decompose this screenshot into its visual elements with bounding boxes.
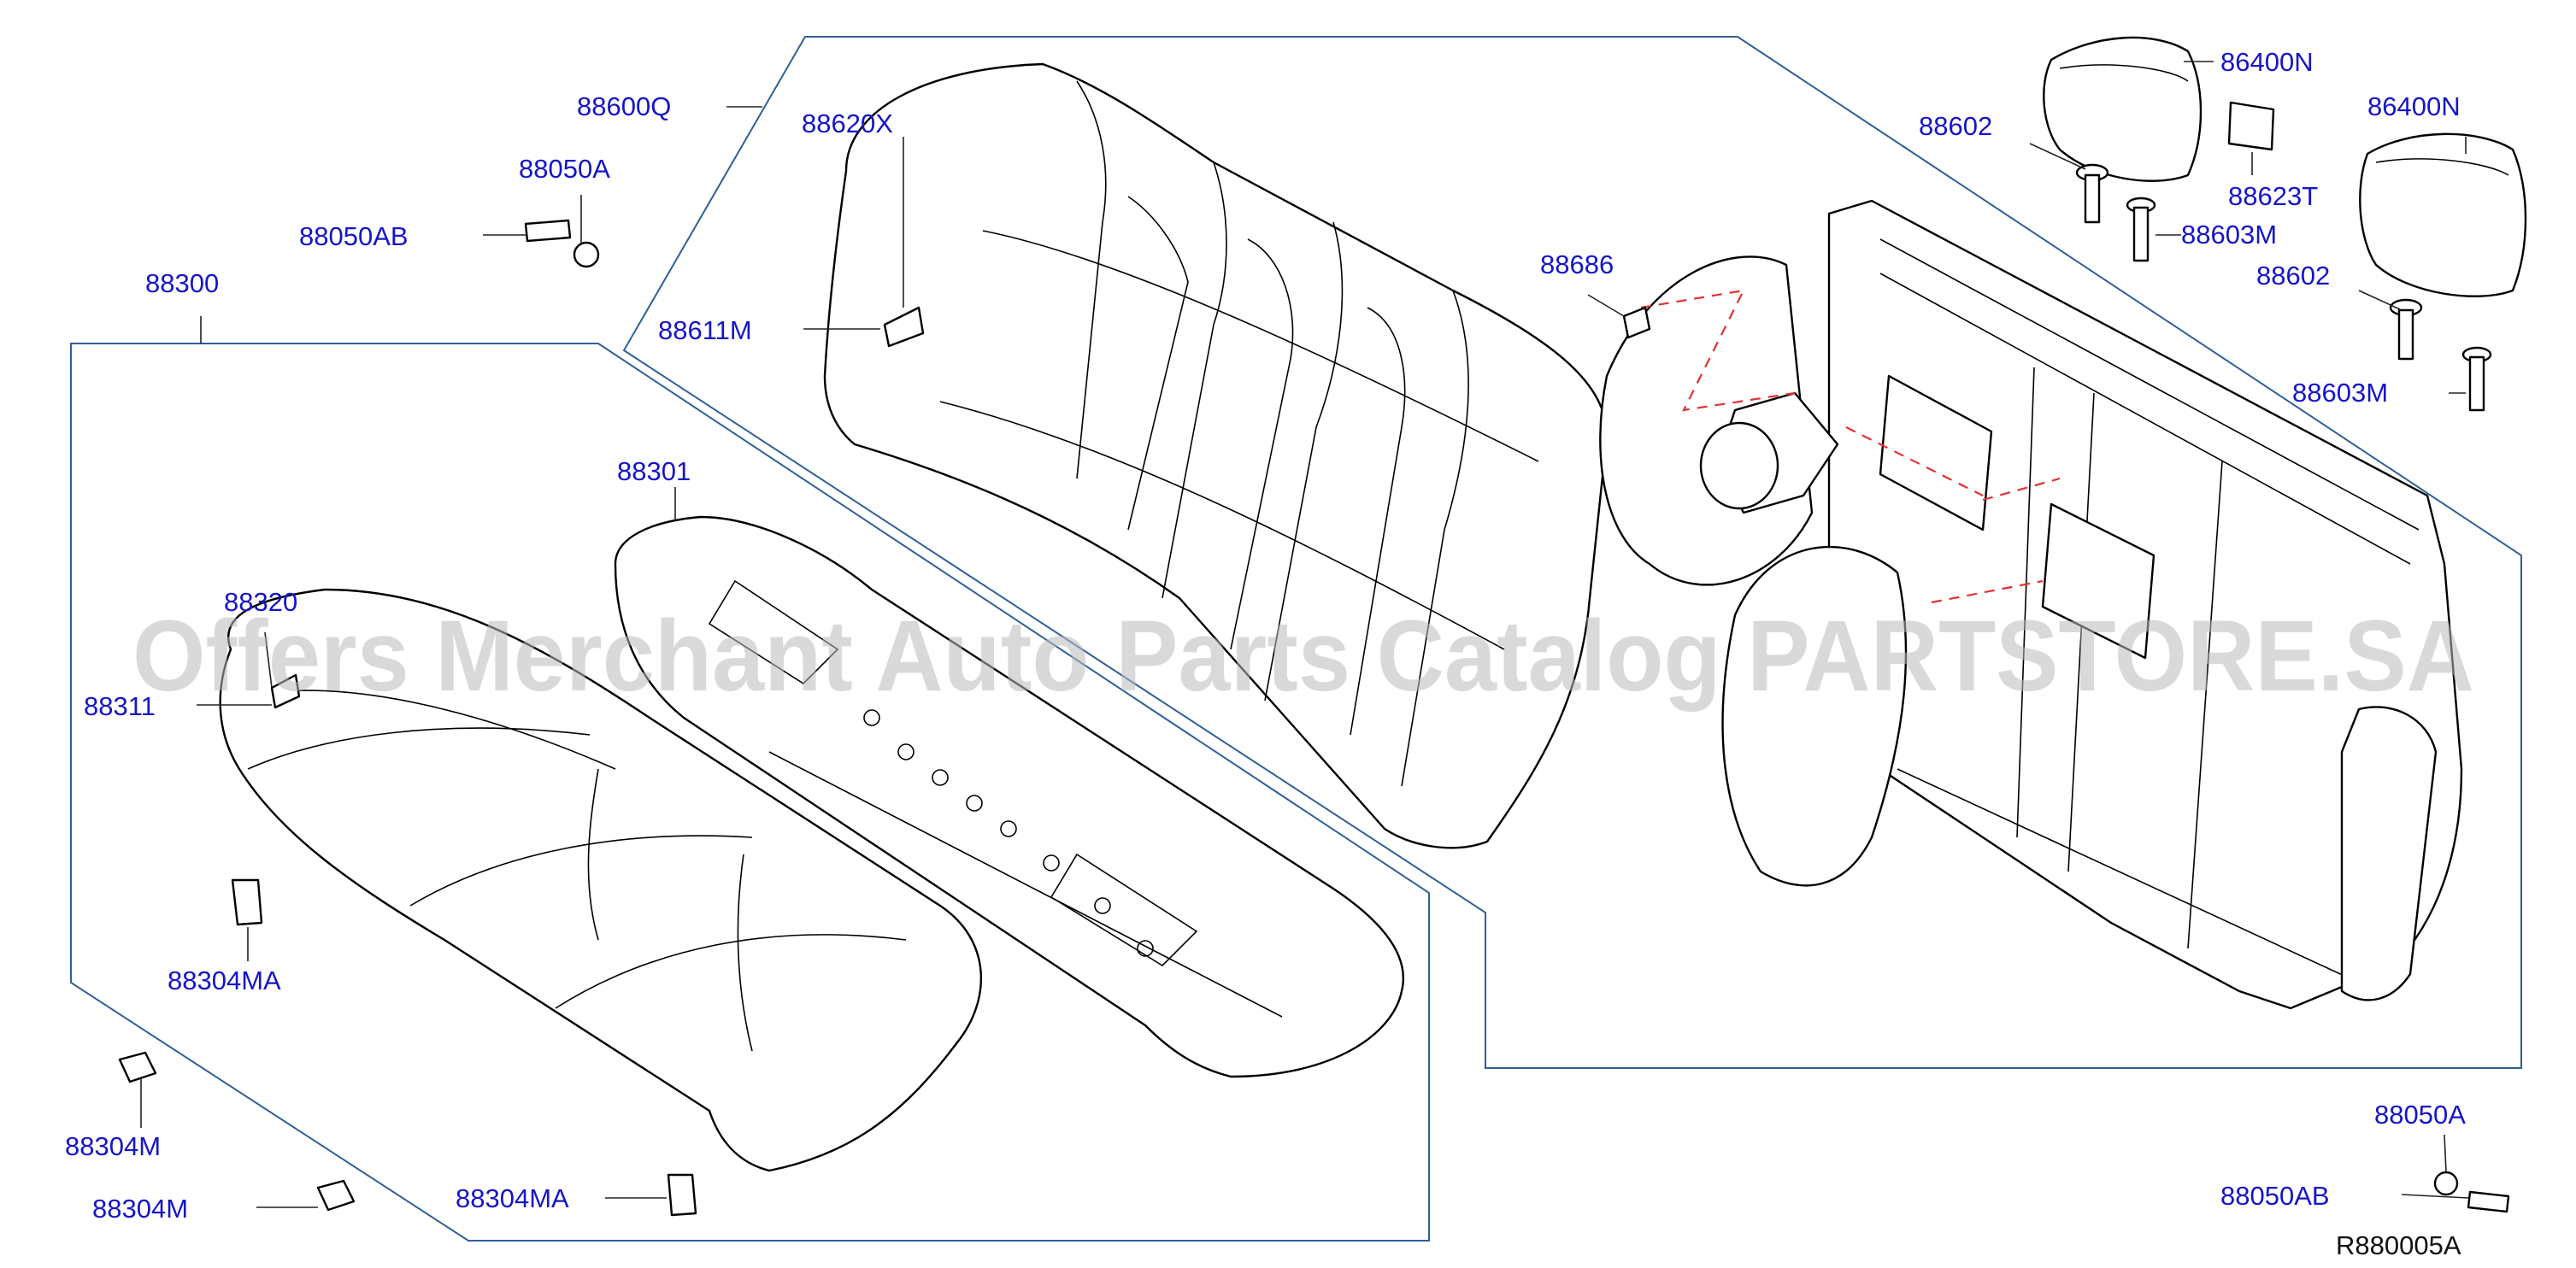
dashed-connectors [1640,289,2061,604]
watermark: Offers Merchant Auto Parts Catalog PARTS… [132,600,2474,713]
clip-88304m-b [316,1179,356,1212]
label-88620x: 88620X [802,109,893,138]
label-88304m-a: 88304M [65,1131,161,1161]
clip-88304ma-left [231,878,263,926]
label-88603m-a: 88603M [2181,220,2277,249]
clip-88304m-a [118,1051,157,1083]
label-88300: 88300 [145,268,219,298]
seat-cushion-frame-illustration [614,515,1405,1078]
seat-back-frame-illustration [1599,199,2463,1010]
headrest-left-illustration [2043,36,2203,182]
leader-lines [140,61,2469,1208]
label-88320: 88320 [224,587,297,617]
label-88301: 88301 [617,456,691,486]
group-outline-seat-back [622,36,2522,1069]
clip-88304ma-bottom [667,1173,697,1217]
label-tag-88611m [883,306,925,348]
headrest-guides [2075,163,2492,412]
label-88603m-b: 88603M [2292,378,2388,408]
group-outline-seat-cushion [70,343,1430,1242]
label-88050a-top: 88050A [519,154,610,184]
seat-cushion-trim-illustration [219,588,983,1172]
label-88623t: 88623T [2228,181,2318,211]
reference-code: R880005A [2336,1230,2461,1260]
label-88304ma-bottom: 88304MA [456,1183,569,1213]
label-88050ab-bottom: 88050AB [2220,1181,2330,1211]
label-88304m-b: 88304M [92,1194,188,1224]
armrest [1721,545,1908,887]
label-88602-b: 88602 [2256,261,2330,291]
headrest-right-illustration [2359,132,2527,297]
cushion-frame-holes [863,709,1154,957]
label-88304ma-left: 88304MA [168,966,281,995]
headrest-bracket-88623t [2227,101,2275,151]
label-88050ab-top: 88050AB [299,221,409,251]
clip-88686 [1622,306,1651,339]
label-88600q: 88600Q [577,91,671,121]
part-labels: 88600Q 88620X 88611M 88050A 88050AB 8830… [65,47,2466,1224]
bolt-nut-bottom [2433,1171,2510,1213]
seat-back-trim-illustration [823,62,1609,849]
label-88602-a: 88602 [1919,111,1992,141]
label-88611m: 88611M [658,315,752,345]
bolt-nut-top [524,219,600,268]
label-88686: 88686 [1540,249,1614,279]
label-88311: 88311 [84,691,156,721]
label-86400n-b: 86400N [2367,91,2461,121]
label-tag-88311 [270,673,301,709]
label-86400n-a: 86400N [2220,47,2314,77]
label-88050a-bottom: 88050A [2374,1100,2466,1130]
